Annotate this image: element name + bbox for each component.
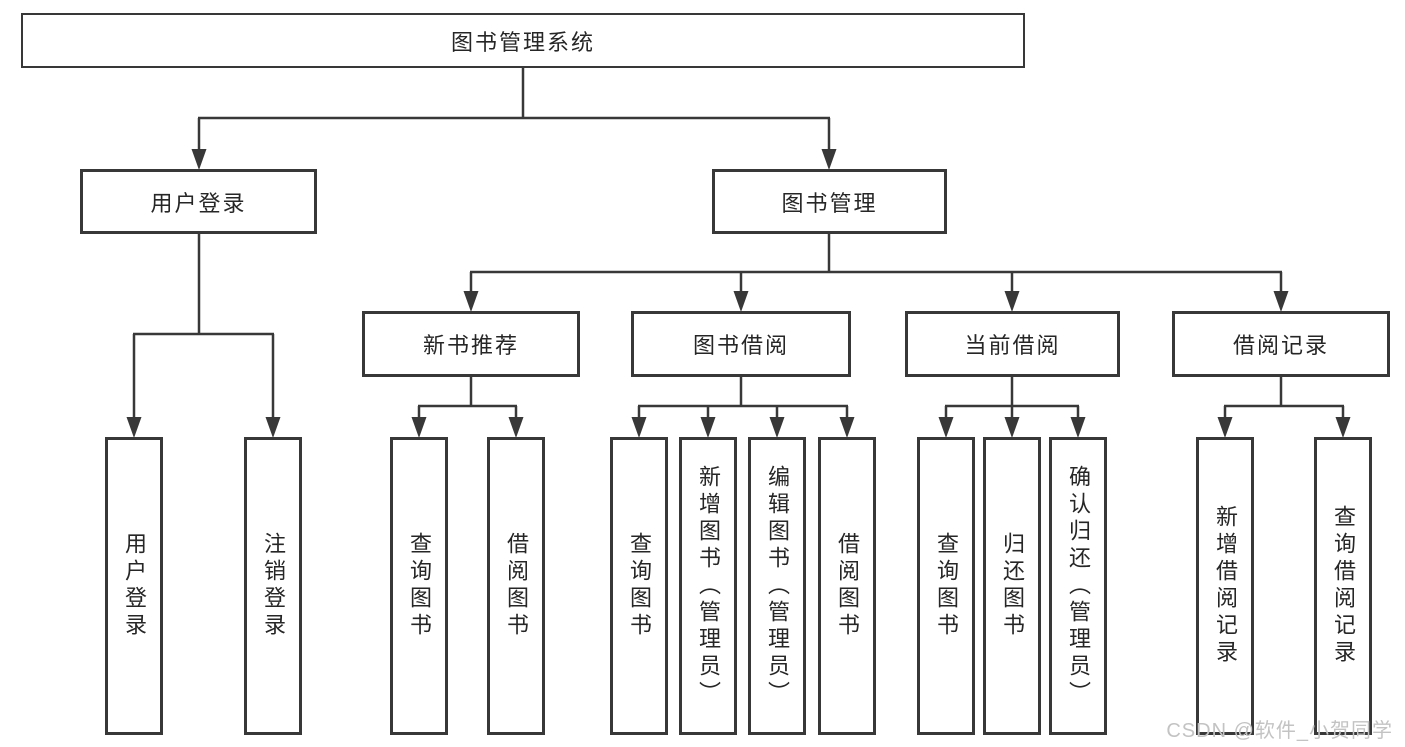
leaf-label: 编辑图书（管理员） bbox=[765, 464, 790, 708]
node-borrowing-records: 借阅记录 bbox=[1172, 311, 1390, 377]
node-user-login: 用户登录 bbox=[80, 169, 317, 234]
leaf-current-confirm-return-admin: 确认归还（管理员） bbox=[1049, 437, 1107, 735]
leaf-borrow-edit-books-admin: 编辑图书（管理员） bbox=[748, 437, 806, 735]
leaf-label: 查询借阅记录 bbox=[1331, 505, 1356, 667]
node-current-borrowing: 当前借阅 bbox=[905, 311, 1120, 377]
node-label: 图书管理系统 bbox=[450, 29, 595, 55]
node-label: 借阅记录 bbox=[1232, 333, 1329, 358]
leaf-label: 确认归还（管理员） bbox=[1066, 464, 1091, 708]
leaf-records-query-record: 查询借阅记录 bbox=[1314, 437, 1372, 735]
leaf-current-return-books: 归还图书 bbox=[983, 437, 1041, 735]
leaf-label: 用户登录 bbox=[122, 532, 147, 640]
leaf-label: 查询图书 bbox=[627, 532, 652, 640]
leaf-label: 归还图书 bbox=[1000, 532, 1025, 640]
leaf-user-login: 用户登录 bbox=[105, 437, 163, 735]
leaf-label: 借阅图书 bbox=[504, 532, 529, 640]
node-label: 图书借阅 bbox=[692, 333, 789, 358]
leaf-records-add-record: 新增借阅记录 bbox=[1196, 437, 1254, 735]
leaf-label: 借阅图书 bbox=[835, 532, 860, 640]
node-label: 新书推荐 bbox=[422, 333, 519, 358]
leaf-label: 查询图书 bbox=[934, 532, 959, 640]
node-book-management: 图书管理 bbox=[712, 169, 947, 234]
leaf-label: 注销登录 bbox=[261, 532, 286, 640]
leaf-label: 查询图书 bbox=[407, 532, 432, 640]
leaf-borrow-add-books-admin: 新增图书（管理员） bbox=[679, 437, 737, 735]
leaf-recommend-query-books: 查询图书 bbox=[390, 437, 448, 735]
node-label: 用户登录 bbox=[150, 190, 247, 216]
node-new-book-recommend: 新书推荐 bbox=[362, 311, 580, 377]
leaf-current-query-books: 查询图书 bbox=[917, 437, 975, 735]
csdn-watermark: CSDN @软件_小贺同学 bbox=[1166, 720, 1393, 742]
leaf-label: 新增图书（管理员） bbox=[696, 464, 721, 708]
node-label: 当前借阅 bbox=[964, 333, 1061, 358]
leaf-logout: 注销登录 bbox=[244, 437, 302, 735]
leaf-borrow-query-books: 查询图书 bbox=[610, 437, 668, 735]
leaf-borrow-borrow-books: 借阅图书 bbox=[818, 437, 876, 735]
leaf-recommend-borrow-books: 借阅图书 bbox=[487, 437, 545, 735]
node-label: 图书管理 bbox=[781, 190, 878, 216]
leaf-label: 新增借阅记录 bbox=[1213, 505, 1238, 667]
node-book-borrowing: 图书借阅 bbox=[631, 311, 851, 377]
node-library-management-system: 图书管理系统 bbox=[21, 13, 1025, 68]
